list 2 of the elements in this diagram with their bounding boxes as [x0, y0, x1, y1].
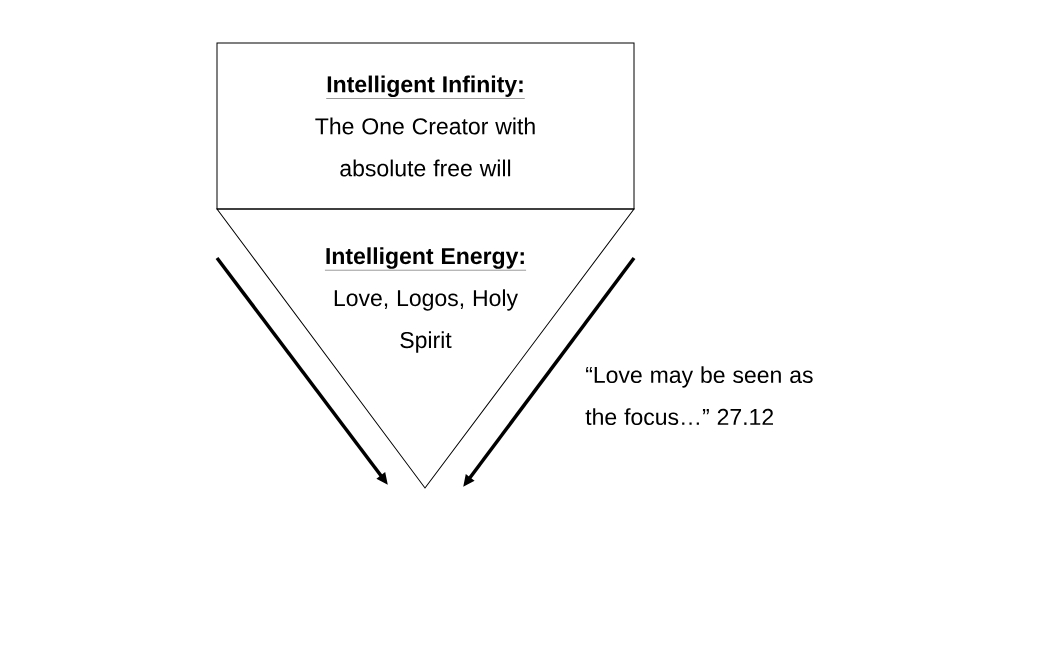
process-box: Intelligent Infinity: The One Creator with absolute free will — [216, 42, 635, 210]
quote-text: “Love may be seen as the focus…” 27.12 — [585, 366, 813, 426]
